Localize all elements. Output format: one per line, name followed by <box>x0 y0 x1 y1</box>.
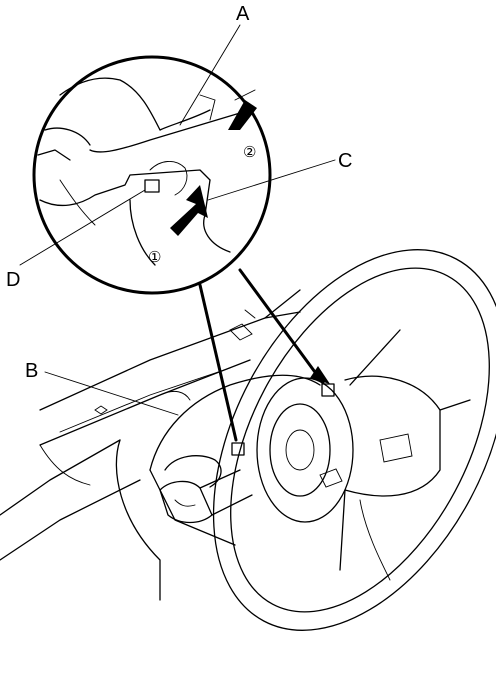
leader-line-d <box>19 189 146 266</box>
leader-line-c <box>207 159 336 201</box>
callout-c: C <box>338 150 352 172</box>
callout-a: A <box>236 3 250 25</box>
step-two-marker: ② <box>243 143 256 161</box>
cover-tab-left <box>231 442 245 456</box>
magnifier-line-left <box>198 283 238 442</box>
detail-magnifier <box>32 55 272 295</box>
magnifier-line-right <box>238 268 325 385</box>
lift-direction-arrow <box>228 100 257 130</box>
connector-arrowhead <box>310 366 330 384</box>
leader-line-a <box>179 24 241 126</box>
cover-tab-right <box>321 383 335 397</box>
callout-b: B <box>25 360 38 382</box>
press-direction-arrow <box>170 185 208 236</box>
column-cover-b <box>149 374 321 546</box>
leader-line-b <box>44 371 179 416</box>
steering-wheel <box>212 249 496 631</box>
callout-d: D <box>6 269 20 291</box>
dashboard-outline <box>0 289 301 601</box>
step-one-marker: ① <box>148 248 161 266</box>
